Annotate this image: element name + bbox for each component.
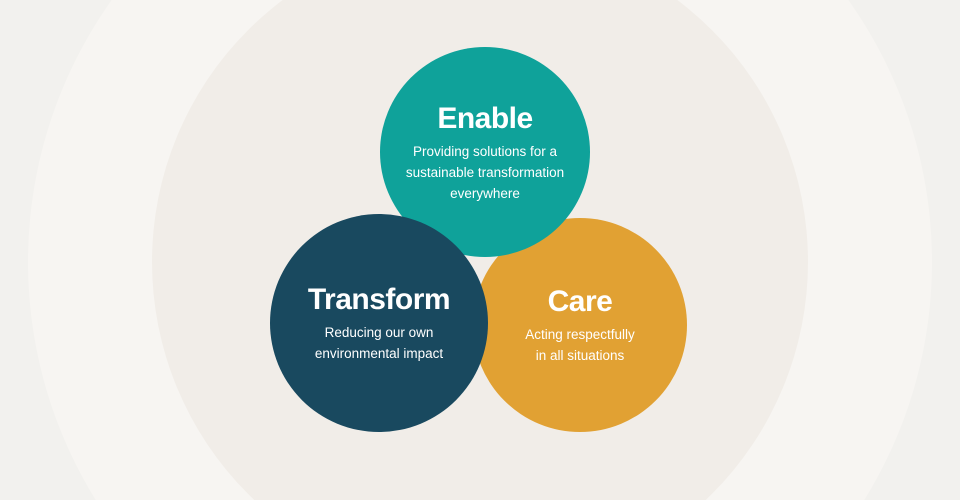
transform-title: Transform	[307, 283, 451, 316]
enable-subtitle-line-2: sustainable transformation	[405, 164, 565, 180]
enable-subtitle-line-3: everywhere	[450, 185, 520, 201]
care-subtitle-line-2: in all situations	[535, 348, 625, 363]
care-title: Care	[547, 285, 613, 318]
enable-subtitle-line-1: Providing solutions for a	[412, 143, 558, 159]
transform-subtitle-line-2: environmental impact	[314, 346, 444, 361]
care-subtitle-line-1: Acting respectfully	[525, 327, 635, 342]
transform-circle: Transform Reducing our own environmental…	[270, 214, 488, 432]
enable-title: Enable	[437, 101, 533, 135]
transform-subtitle-line-1: Reducing our own	[324, 325, 434, 340]
